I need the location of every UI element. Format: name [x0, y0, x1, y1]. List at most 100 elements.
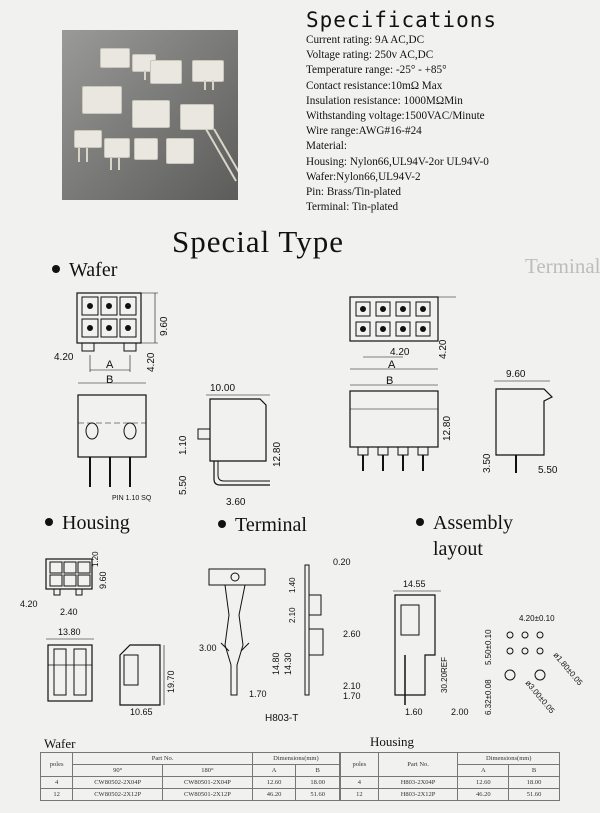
housing-heading-text: Housing	[62, 512, 130, 534]
spec-line: Voltage rating: 250v AC,DC	[306, 49, 434, 62]
terminal-dim-b: 2.10	[288, 607, 297, 623]
housing-front-drawing: 13.80	[46, 627, 94, 702]
housing-col-poles: poles	[340, 752, 379, 777]
assembly-drawing: 14.55 1.60 2.00 30.20REF 5.50±0.10 6.32±…	[393, 579, 585, 717]
wafer-sr-w: 9.60	[506, 369, 526, 380]
wafer-dim-height: 9.60	[159, 316, 170, 336]
wafer-col-a: A	[251, 764, 297, 777]
assembly-dim-h: 5.50±0.10	[484, 629, 493, 665]
wafer-fr-b: B	[386, 375, 393, 387]
housing-dim-w2: 10.65	[130, 707, 153, 717]
housing-col-dimensions: Dimensions(mm)	[457, 752, 560, 765]
ghost-terminal-label: Terminal	[525, 254, 600, 278]
assembly-heading-line1: Assembly	[433, 512, 513, 534]
table-cell: 12	[340, 788, 379, 801]
housing-col-a: A	[457, 764, 510, 777]
assembly-dim-d2: ø3.00±0.05	[523, 679, 556, 716]
specifications-title: Specifications	[306, 8, 498, 32]
wafer-tr-a: A	[388, 359, 396, 371]
table-row: 12 H803-2X12P 46.20 51.60	[340, 788, 560, 801]
terminal-dim-c: 2.60	[343, 629, 361, 639]
table-row: 4 CW80502-2X04P CW80501-2X04P 12.60 18.0…	[39, 776, 340, 789]
assembly-dim-w: 14.55	[403, 579, 426, 589]
table-cell: 51.60	[295, 788, 340, 801]
assembly-heading-line2: layout	[433, 538, 483, 560]
table-cell: 46.20	[251, 788, 297, 801]
assembly-dim-d1: ø1.80±0.05	[551, 651, 584, 688]
spec-line: Housing: Nylon66,UL94V-2or UL94V-0	[306, 155, 489, 168]
wafer-tr-h: 4.20	[438, 339, 449, 359]
table-cell: 12.60	[251, 776, 297, 789]
wafer-heading: Wafer	[52, 259, 117, 282]
housing-dim-h: 19.70	[166, 670, 176, 693]
housing-table: poles Part No. Dimensions(mm) A B 4 H803…	[340, 752, 560, 801]
wafer-sr-h2: 3.50	[482, 453, 493, 473]
terminal-dim-i: 1.70	[343, 691, 361, 701]
wafer-sr-w2: 5.50	[538, 465, 558, 476]
wafer-tr-pitch: 4.20	[390, 347, 410, 358]
spec-line: Terminal: Tin-plated	[306, 201, 399, 214]
spec-line: Temperature range: -25° - +85°	[306, 64, 447, 77]
assembly-dim-b3: 6.32±0.08	[484, 679, 493, 715]
wafer-dim-h2: 12.80	[272, 442, 283, 467]
bullet-icon	[52, 265, 60, 274]
terminal-dim-f: 14.30	[283, 652, 293, 675]
wafer-fr-h: 12.80	[442, 416, 453, 441]
housing-top-drawing: 4.20 2.40 1.20 9.60	[20, 551, 108, 617]
table-cell: CW80502-2X04P	[72, 776, 164, 789]
housing-dim-a: 4.20	[20, 599, 38, 609]
housing-heading: Housing	[45, 512, 130, 535]
housing-table-label: Housing	[370, 734, 415, 749]
assembly-dim-b2: 2.00	[451, 707, 469, 717]
table-cell: 51.60	[508, 788, 560, 801]
wafer-dim-b: B	[106, 374, 113, 386]
table-cell: 4	[340, 776, 379, 789]
housing-dim-c: 1.20	[91, 551, 100, 567]
wafer-col-poles: poles	[39, 752, 74, 777]
wafer-top-right-drawing: 4.20 4.20 A	[349, 296, 456, 371]
wafer-col-180: 180°	[162, 764, 253, 777]
housing-dim-w: 13.80	[58, 627, 81, 637]
wafer-dim-h3: 5.50	[178, 475, 189, 495]
wafer-dim-pin-height: 4.20	[146, 352, 157, 372]
spec-line: Wire range:AWG#16-#24	[306, 125, 422, 138]
table-cell: 18.00	[295, 776, 340, 789]
wafer-side-drawing: 10.00 1.10 12.80 5.50 3.60	[178, 383, 283, 508]
spec-line: Current rating: 9A AC,DC	[306, 34, 425, 46]
terminal-drawing: 3.00 1.70 0.20 1.40 2.10 2.60 14.80 14.3…	[199, 557, 361, 724]
terminal-dim-t: 0.20	[333, 557, 351, 567]
spec-line: Wafer:Nylon66,UL94V-2	[306, 170, 421, 183]
table-cell: CW80501-2X12P	[162, 788, 253, 801]
terminal-dim-g: 1.70	[249, 689, 267, 699]
wafer-table-label: Wafer	[44, 736, 76, 751]
table-row: 4 H803-2X04P 12.60 18.00	[340, 776, 560, 789]
wafer-col-b: B	[295, 764, 340, 777]
assembly-dim-ref: 30.20REF	[440, 657, 449, 693]
terminal-dim-d: 3.00	[199, 643, 217, 653]
table-cell: 12	[39, 788, 74, 801]
wafer-heading-text: Wafer	[69, 259, 118, 281]
wafer-front-right-drawing: B 12.80	[349, 375, 453, 471]
bullet-icon	[416, 518, 424, 527]
wafer-dim-width: 10.00	[210, 383, 235, 394]
terminal-dim-e: 14.80	[271, 652, 281, 675]
wafer-col-part-no: Part No.	[72, 752, 253, 765]
bullet-icon	[45, 518, 53, 527]
terminal-part-number: H803-T	[265, 713, 298, 724]
wafer-dim-w2: 3.60	[226, 497, 246, 508]
table-cell: 4	[39, 776, 74, 789]
terminal-heading-text: Terminal	[235, 514, 307, 536]
table-cell: 12.60	[457, 776, 510, 789]
housing-col-part-no: Part No.	[377, 752, 459, 777]
assembly-dim-p: 4.20±0.10	[519, 614, 555, 623]
terminal-heading: Terminal	[218, 514, 307, 537]
wafer-side-right-drawing: 9.60 3.50 5.50	[482, 369, 558, 476]
table-cell: CW80501-2X04P	[162, 776, 253, 789]
table-cell: CW80502-2X12P	[72, 788, 164, 801]
wafer-pin-size: PIN 1.10 SQ	[112, 495, 152, 502]
specifications-list: Current rating: 9A AC,DC Voltage rating: …	[306, 33, 489, 215]
assembly-heading: Assembly layout	[416, 510, 513, 562]
table-cell: H803-2X12P	[377, 788, 459, 801]
housing-dim-b: 2.40	[60, 607, 78, 617]
product-photo	[62, 30, 238, 200]
